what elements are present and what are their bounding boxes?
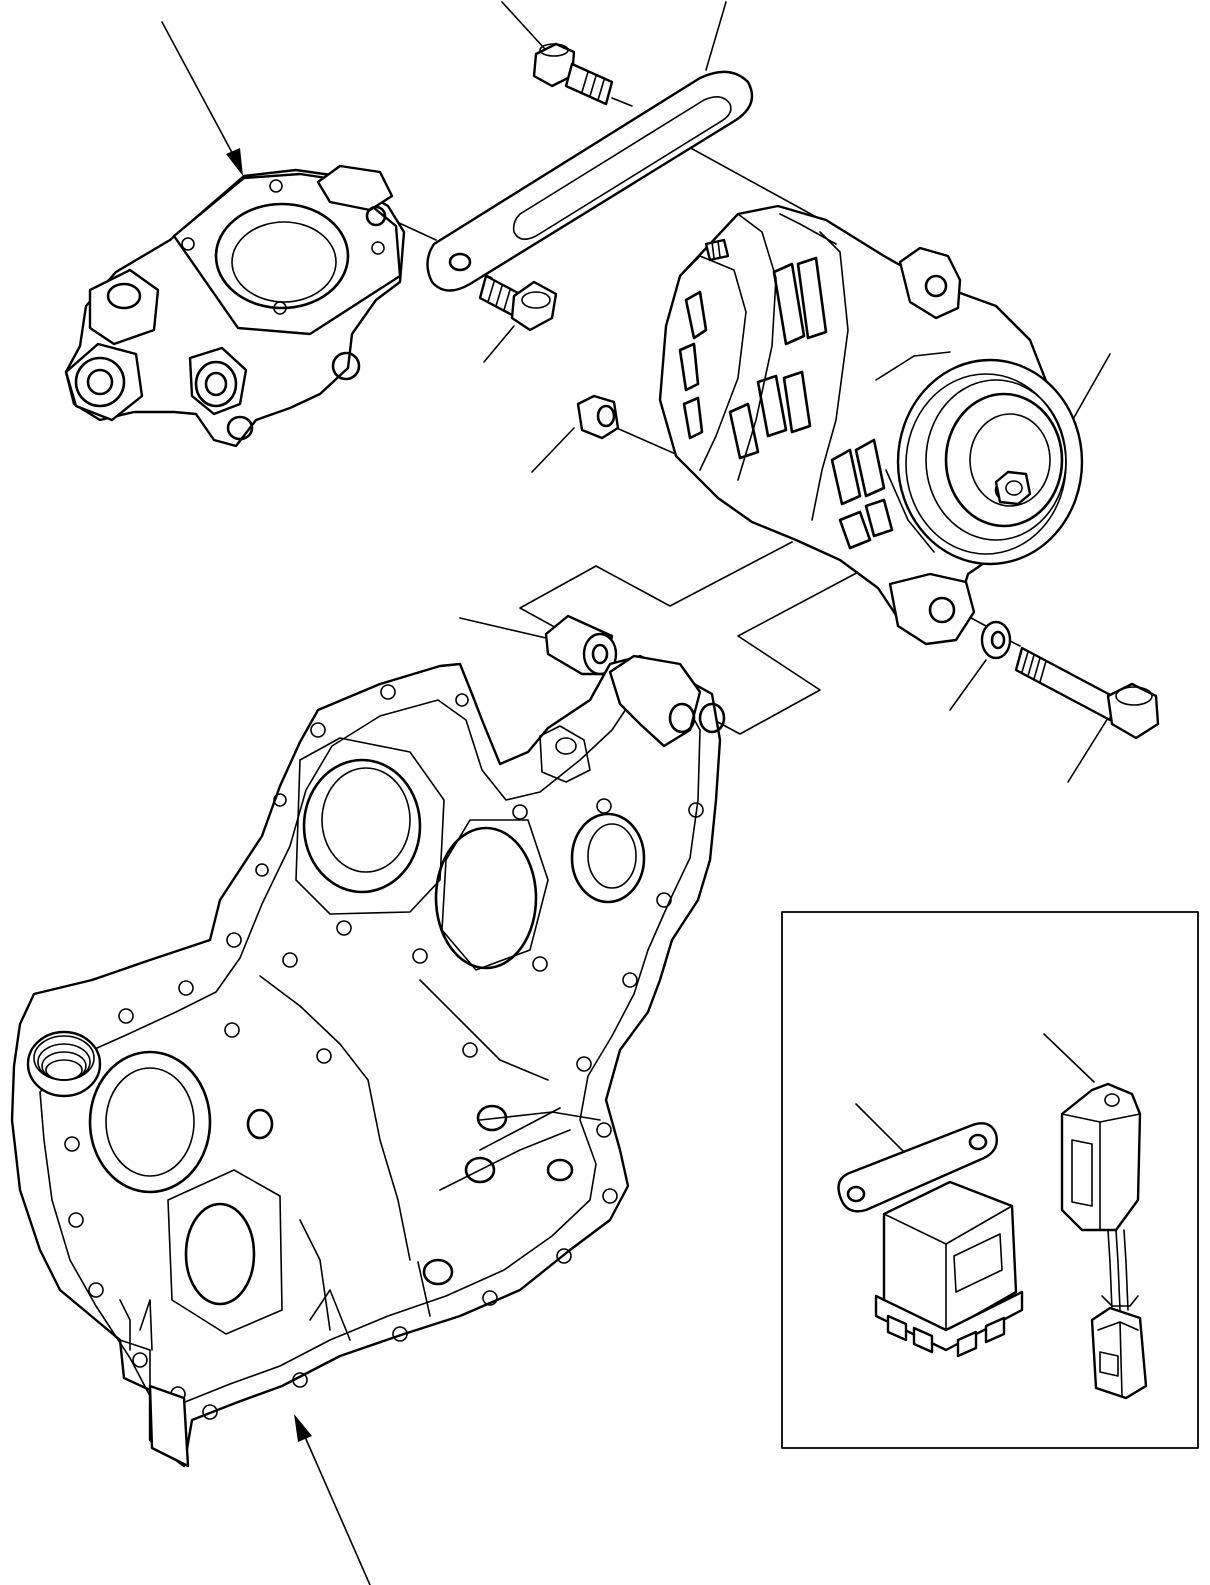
alternator — [658, 204, 1084, 646]
pulley-nut — [994, 470, 1032, 506]
housing-port-left — [74, 356, 126, 408]
leader-bracket — [705, 1, 727, 71]
mount-boss-right — [698, 702, 726, 734]
leader-thermostat-housing — [161, 21, 237, 161]
leader-pulley — [1067, 353, 1111, 429]
perimeter-bolt-holes — [64, 684, 704, 1420]
front-cover — [10, 654, 726, 1468]
front-cover-opening-2 — [570, 812, 646, 904]
pulley — [896, 358, 1084, 566]
axis-collar-alternator — [519, 541, 793, 653]
regulator — [1060, 1082, 1148, 1400]
front-cover-opening-1 — [302, 758, 422, 894]
axis-bolt-bracket — [611, 97, 633, 107]
leader-relay — [855, 1103, 909, 1157]
leader-collar — [459, 617, 547, 639]
leader-long-bolt — [1067, 717, 1109, 783]
bracket-bolt — [478, 274, 558, 332]
leader-front-cover — [301, 1429, 371, 1585]
front-cover-crank-opening — [184, 1202, 256, 1306]
alternator-bolt — [532, 42, 614, 106]
front-cover-opening-3 — [434, 826, 538, 970]
leader-washer — [949, 659, 987, 711]
oil-filler-neck — [26, 1030, 102, 1098]
arrowhead-thermostat — [226, 148, 243, 176]
arrowhead-front-cover — [294, 1414, 312, 1442]
regulator-connector — [1090, 1306, 1148, 1400]
spacer-nut — [576, 394, 620, 440]
collar — [544, 614, 618, 676]
axis-alternator-cover — [713, 567, 867, 735]
thermostat-opening — [214, 202, 350, 310]
relay-bracket — [837, 1122, 998, 1213]
leader-top-bolt — [501, 1, 545, 49]
inset-frame — [781, 911, 1199, 1449]
leader-lines — [161, 1, 1111, 1585]
leader-spacer-nut — [531, 427, 575, 473]
washer — [980, 620, 1012, 660]
mount-boss-left — [668, 702, 696, 734]
leader-regulator — [1043, 1033, 1095, 1083]
housing-port-right — [194, 360, 238, 408]
thermostat-housing — [64, 164, 406, 448]
long-bolt — [1014, 646, 1160, 740]
relay — [837, 1122, 1024, 1358]
leader-bracket-bolt — [483, 325, 515, 363]
adjusting-bracket — [426, 70, 754, 292]
inset-panel — [781, 911, 1199, 1449]
